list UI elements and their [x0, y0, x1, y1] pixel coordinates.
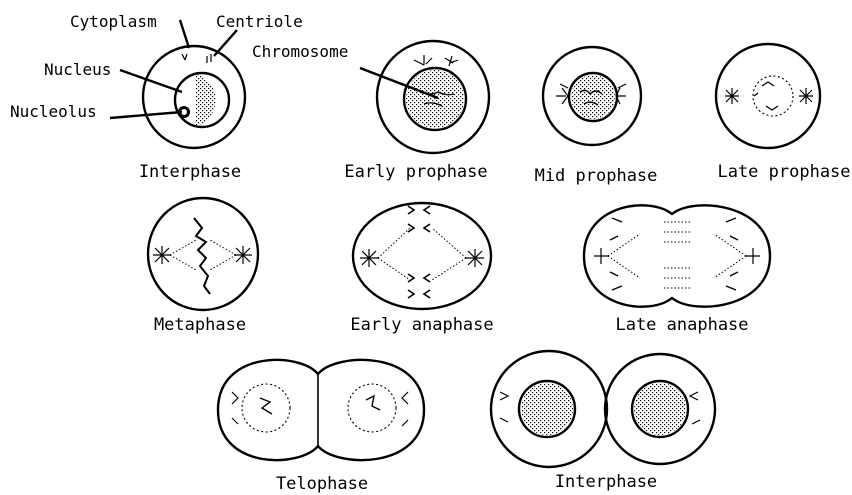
- stage-label-mid-prophase: Mid prophase: [535, 166, 658, 186]
- nucleus-leader-line: [120, 70, 182, 92]
- centriole-leader-line: [214, 30, 237, 56]
- chromosome-label: Chromosome: [252, 42, 348, 61]
- stage-label-telophase: Telophase: [276, 474, 368, 494]
- cell-mid-prophase: [543, 47, 641, 145]
- nucleus-label: Nucleus: [44, 60, 111, 79]
- cell-early-prophase: [377, 41, 489, 153]
- cell-telophase: [218, 360, 424, 460]
- cell-interphase-2: [491, 351, 715, 467]
- cytoplasm-label: Cytoplasm: [70, 12, 157, 31]
- stage-label-early-prophase: Early prophase: [344, 162, 487, 182]
- stage-label-early-anaphase: Early anaphase: [350, 315, 493, 335]
- stage-label-metaphase: Metaphase: [154, 315, 246, 335]
- nucleolus-label: Nucleolus: [10, 102, 97, 121]
- cell-metaphase: [148, 198, 258, 310]
- cell-early-anaphase: [353, 203, 491, 309]
- stage-label-interphase-2: Interphase: [555, 472, 657, 492]
- cell-late-anaphase: [584, 205, 770, 306]
- cell-interphase-1: [143, 46, 245, 148]
- stage-label-interphase-1: Interphase: [139, 162, 241, 182]
- stage-label-late-prophase: Late prophase: [717, 162, 850, 182]
- cytoplasm-leader-line: [180, 20, 189, 48]
- centriole-label: Centriole: [216, 12, 303, 31]
- stage-label-late-anaphase: Late anaphase: [615, 315, 748, 335]
- cell-late-prophase: [716, 44, 820, 148]
